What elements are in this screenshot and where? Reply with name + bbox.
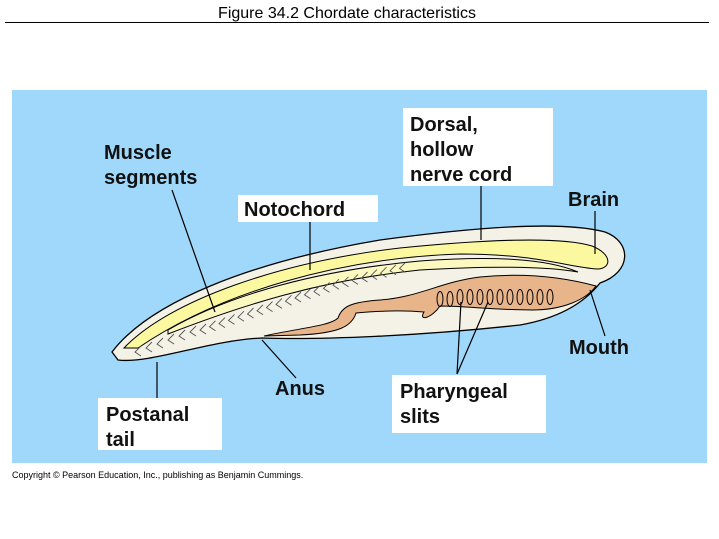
label-pharyngeal-1: Pharyngeal bbox=[400, 381, 508, 403]
leader-anus bbox=[261, 339, 297, 379]
gill-slits bbox=[436, 289, 554, 307]
gill-slit bbox=[496, 289, 504, 305]
muscle-chevron bbox=[218, 317, 226, 328]
title-underline bbox=[5, 22, 709, 23]
label-anus: Anus bbox=[275, 378, 325, 400]
tail-label-box bbox=[98, 398, 222, 450]
muscle-chevron bbox=[199, 323, 207, 335]
notochord-label-box bbox=[238, 195, 378, 222]
label-mouth: Mouth bbox=[569, 337, 629, 359]
gill-slit bbox=[546, 289, 554, 305]
label-brain: Brain bbox=[568, 189, 619, 211]
nerve-cord bbox=[122, 239, 609, 349]
label-tail-1: Postanal bbox=[106, 404, 189, 426]
gill-slit bbox=[466, 289, 474, 305]
muscle-segments bbox=[134, 262, 406, 357]
muscle-chevron bbox=[145, 341, 153, 353]
muscle-chevron bbox=[189, 325, 197, 337]
muscle-chevron bbox=[332, 278, 340, 290]
muscle-chevron bbox=[284, 294, 292, 306]
muscle-chevron bbox=[134, 345, 142, 357]
muscle-chevron bbox=[167, 333, 175, 345]
gill-slit bbox=[506, 289, 514, 305]
gill-slit bbox=[526, 289, 534, 305]
leader-pharyngeal-2 bbox=[456, 301, 489, 375]
label-muscle-1: Muscle bbox=[104, 142, 172, 164]
muscle-chevron bbox=[246, 307, 254, 319]
muscle-chevron bbox=[265, 301, 273, 312]
muscle-chevron bbox=[227, 314, 235, 325]
muscle-chevron bbox=[389, 264, 397, 276]
leader-mouth bbox=[589, 289, 606, 337]
gill-slit bbox=[486, 289, 494, 305]
copyright: Copyright © Pearson Education, Inc., pub… bbox=[12, 470, 304, 480]
muscle-chevron bbox=[379, 266, 387, 278]
gill-slit bbox=[436, 291, 444, 307]
muscle-chevron bbox=[256, 304, 264, 316]
label-muscle-2: segments bbox=[104, 167, 197, 189]
label-tail-2: tail bbox=[106, 429, 135, 451]
muscle-chevron bbox=[208, 320, 216, 332]
muscle-chevron bbox=[303, 288, 311, 300]
gill-slit bbox=[456, 289, 464, 305]
label-nerve-3: nerve cord bbox=[410, 164, 512, 186]
muscle-chevron bbox=[313, 285, 321, 296]
label-pharyngeal-2: slits bbox=[400, 406, 440, 428]
gill-slit bbox=[536, 289, 544, 305]
muscle-chevron bbox=[322, 282, 330, 293]
muscle-chevron bbox=[351, 274, 359, 285]
muscle-chevron bbox=[275, 298, 283, 309]
gill-slit bbox=[476, 289, 484, 305]
muscle-chevron bbox=[360, 271, 368, 283]
pharynx bbox=[263, 274, 597, 337]
gill-slit bbox=[446, 291, 454, 307]
pharyngeal-label-box bbox=[392, 375, 546, 433]
label-nerve-1: Dorsal, bbox=[410, 114, 478, 136]
muscle-chevron bbox=[341, 276, 349, 288]
muscle-chevron bbox=[237, 310, 245, 322]
gill-slit bbox=[516, 289, 524, 305]
muscle-chevron bbox=[398, 262, 406, 273]
leader-lines bbox=[156, 186, 606, 398]
nerve-cord-label-box bbox=[403, 108, 553, 186]
leader-muscle bbox=[171, 189, 216, 313]
label-nerve-2: hollow bbox=[410, 139, 474, 161]
figure-title: Figure 34.2 Chordate characteristics bbox=[218, 5, 476, 22]
label-notochord: Notochord bbox=[244, 199, 345, 221]
muscle-chevron bbox=[294, 291, 302, 303]
muscle-chevron bbox=[178, 329, 186, 341]
muscle-chevron bbox=[370, 269, 378, 280]
muscle-chevron bbox=[156, 337, 164, 349]
leader-pharyngeal-1 bbox=[456, 301, 462, 375]
